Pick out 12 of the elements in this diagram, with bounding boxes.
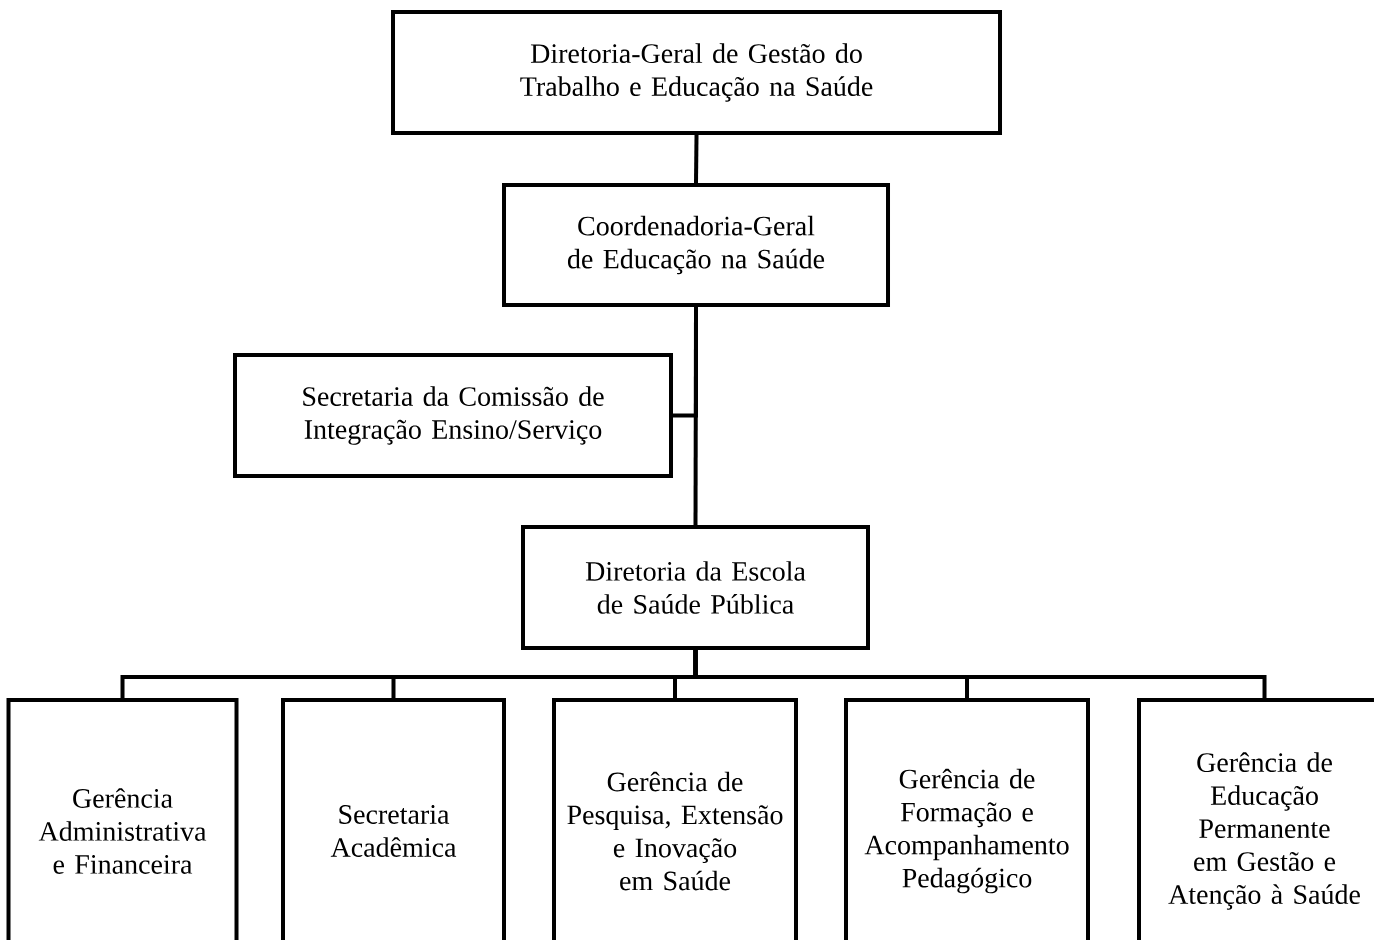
org-box: Gerência de Formação e Acompanhamento Pedagógico (844, 698, 1090, 940)
org-box: Secretaria Acadêmica (281, 698, 506, 940)
org-box: Secretaria da Comissão de Integração Ensino/Serviço (233, 353, 673, 478)
connector-line (693, 307, 698, 525)
org-box: Gerência de Educação Permanente em Gestão e Atenção à Saúde (1137, 698, 1374, 940)
org-box: Diretoria da Escola de Saúde Pública (521, 525, 870, 650)
org-box: Coordenadoria-Geral de Educação na Saúde (502, 183, 890, 307)
connector-line (694, 135, 699, 184)
org-box: Gerência de Pesquisa, Extensão e Inovação em Saúde (552, 698, 798, 940)
connector-line (693, 650, 1267, 698)
org-box: Gerência Administrativa e Financeira (6, 698, 239, 940)
org-box: Diretoria-Geral de Gestão do Trabalho e Educação na Saúde (391, 10, 1002, 135)
